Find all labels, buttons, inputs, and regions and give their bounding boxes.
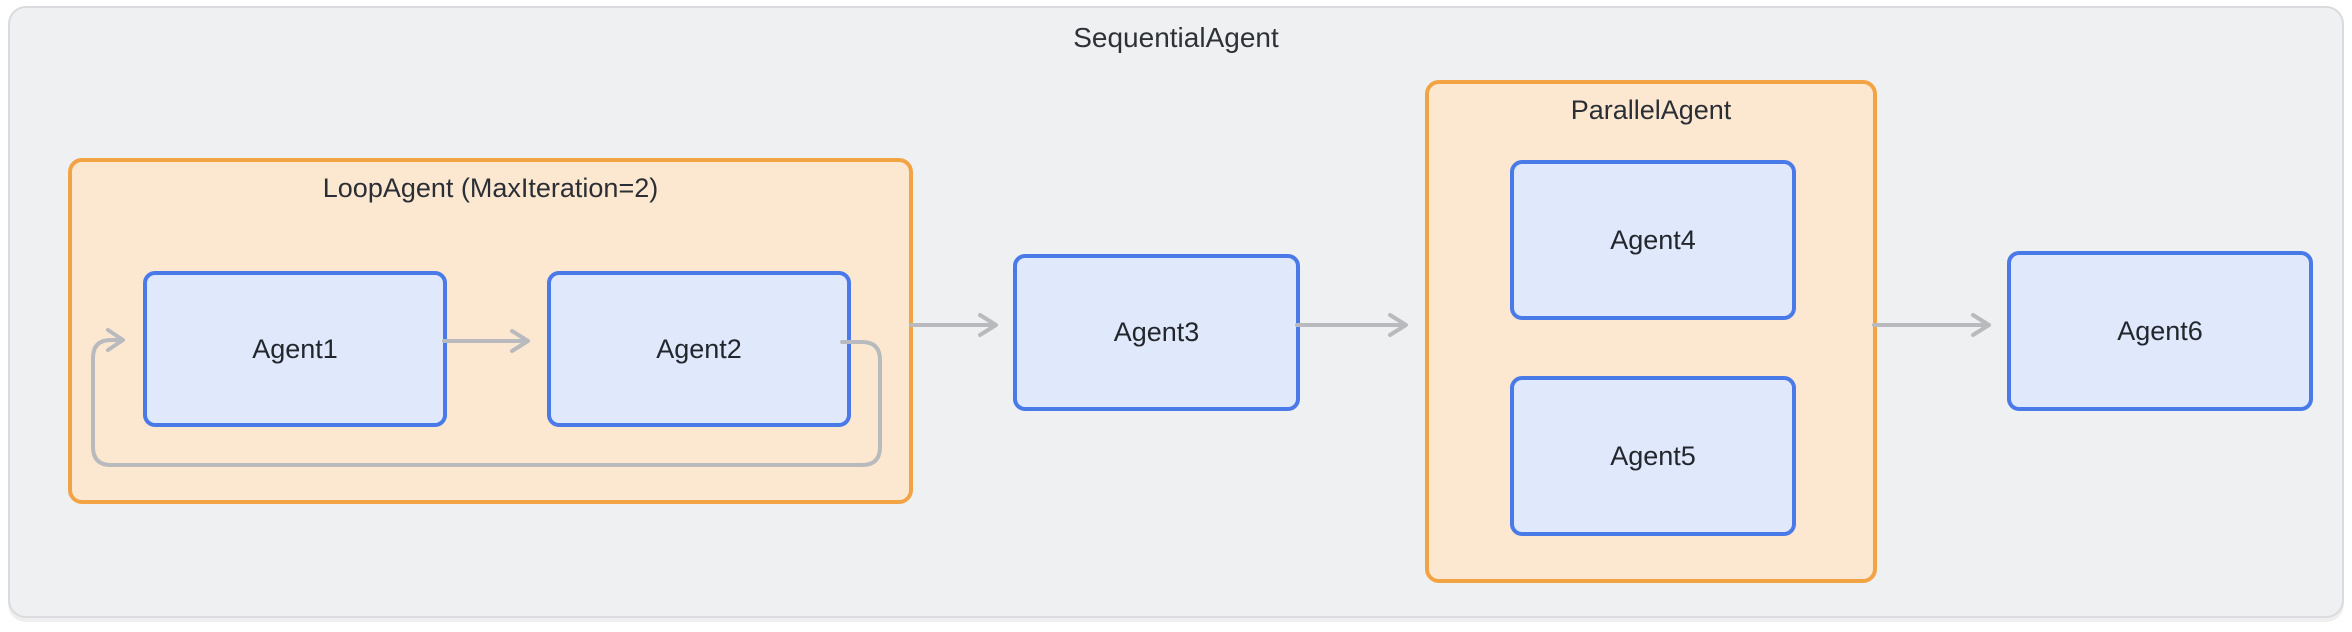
sequential-agent-title: SequentialAgent [1073,22,1279,53]
node-agent4: Agent4 [1510,160,1796,320]
node-agent6: Agent6 [2007,251,2313,411]
node-agent5: Agent5 [1510,376,1796,536]
parallel-agent-title: ParallelAgent [1570,95,1732,125]
node-agent1: Agent1 [143,271,447,427]
node-agent2: Agent2 [547,271,851,427]
sequential-agent-container: SequentialAgent LoopAgent (MaxIteration=… [8,6,2344,618]
loop-agent-title: LoopAgent (MaxIteration=2) [322,173,659,203]
node-agent3: Agent3 [1013,254,1300,411]
